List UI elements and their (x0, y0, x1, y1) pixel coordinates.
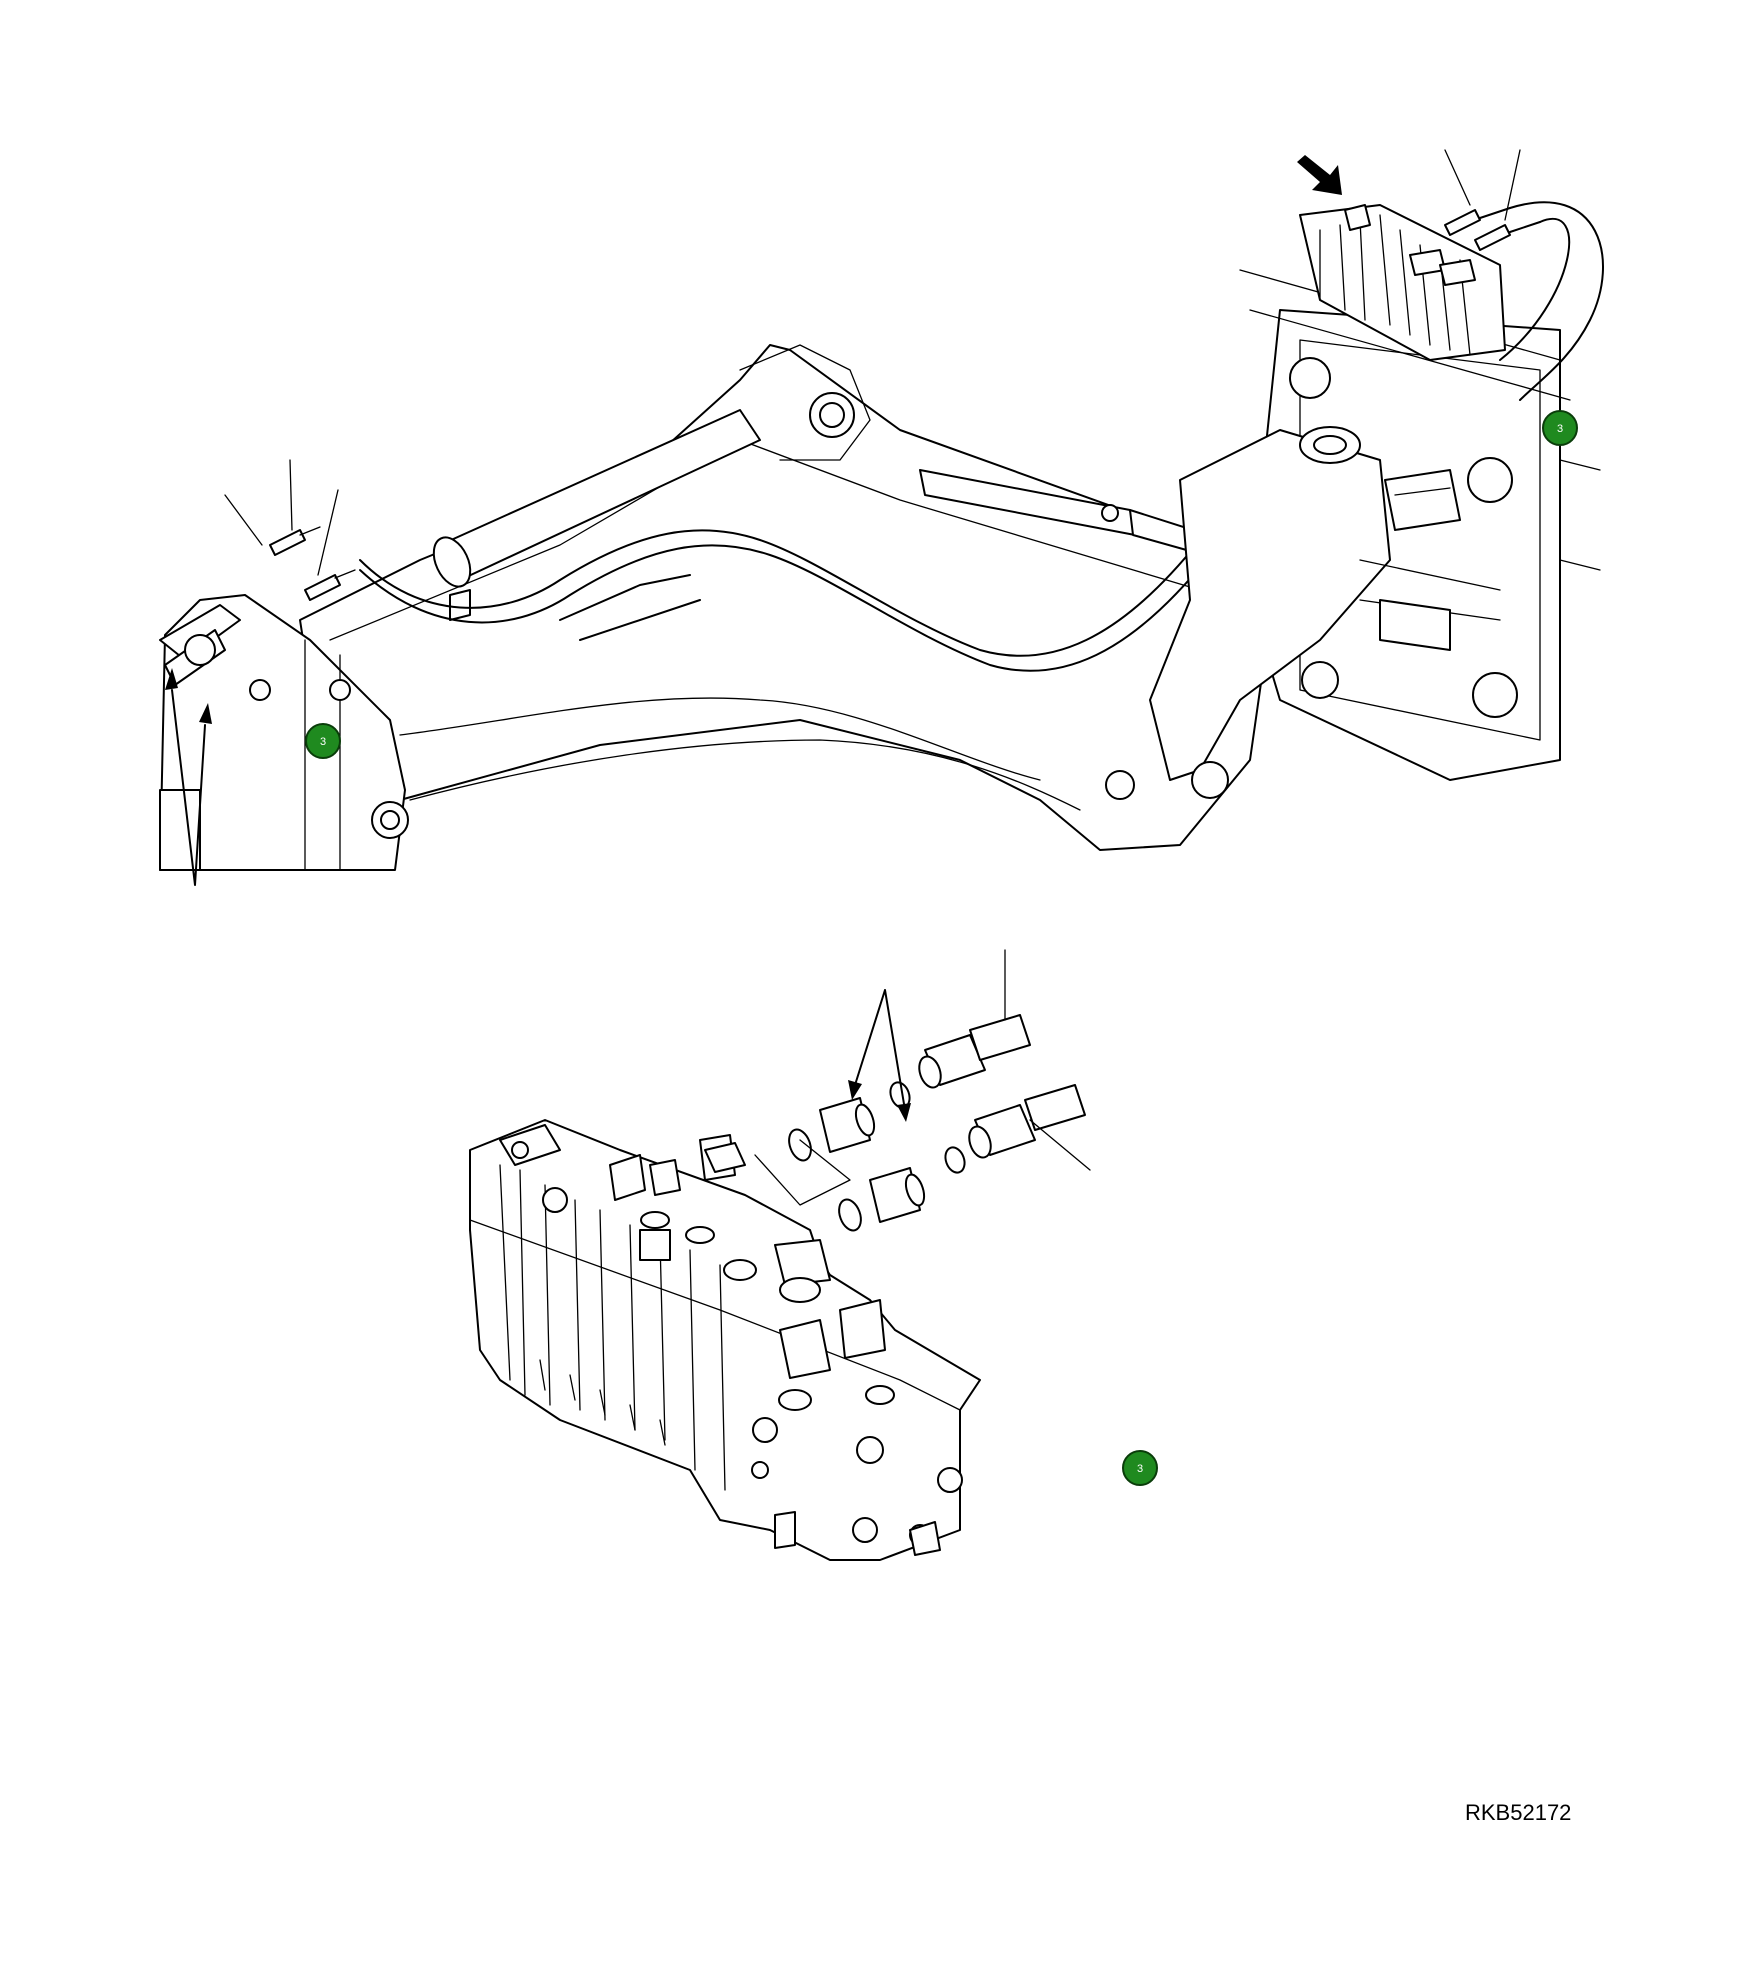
callout-label: 3 (320, 736, 326, 748)
arrow-icon (1297, 155, 1342, 195)
control-valve-small (1299, 204, 1506, 361)
callout-label: 3 (1557, 423, 1563, 435)
coupler-drawing (788, 1014, 1086, 1232)
callout-badge: 3 (1542, 410, 1578, 446)
drawing-reference-code: RKB52172 (1465, 1800, 1572, 1825)
callout-badge: 3 (1122, 1450, 1158, 1486)
control-valve-detail-drawing (469, 949, 1091, 1561)
boom-assembly-drawing (159, 149, 1604, 886)
callout-badge: 3 (305, 723, 341, 759)
o-ring-drawing (788, 1128, 812, 1162)
callout-label: 3 (1137, 1463, 1143, 1475)
